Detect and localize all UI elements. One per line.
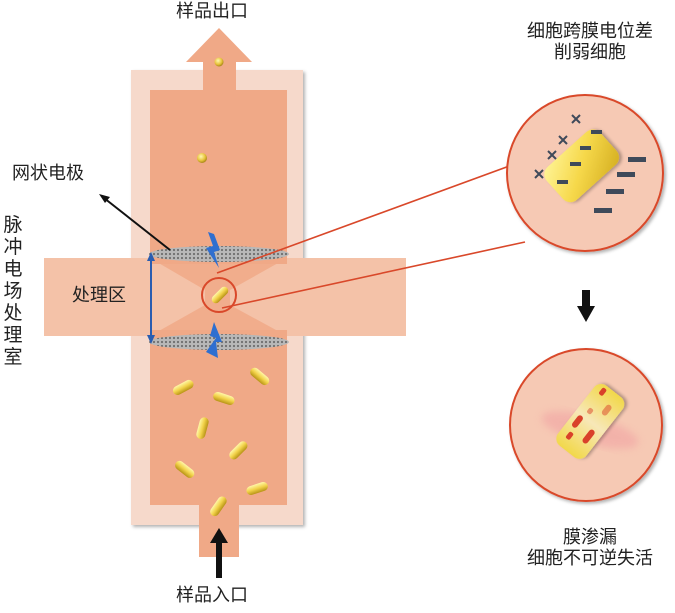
- leak-pores: [565, 387, 612, 444]
- rod-cell: [213, 391, 235, 405]
- zoom-bottom-caption: 膜渗漏 细胞不可逆失活: [500, 527, 675, 569]
- mesh-electrode-top: [149, 246, 289, 262]
- mesh-electrode-label: 网状电极: [12, 163, 84, 184]
- zoom-bottom-caption-line2: 细胞不可逆失活: [527, 547, 653, 569]
- chamber-title-text: 脉冲电场处理室: [2, 214, 24, 368]
- treatment-zone-label: 处理区: [72, 285, 126, 306]
- zoom-top-caption: 细胞跨膜电位差 削弱细胞: [505, 21, 675, 63]
- cell-leaking: [556, 384, 625, 459]
- rod-cells: [172, 367, 270, 517]
- mesh-electrode-pointer: [99, 194, 171, 251]
- chamber-title-char: 理: [3, 324, 23, 347]
- lightning-icon-top: [206, 232, 220, 268]
- rod-cell: [172, 379, 194, 395]
- positive-charges: [534, 114, 581, 179]
- chamber-title-label: 脉冲电场处理室: [2, 214, 24, 368]
- chamber-title-char: 脉: [3, 214, 23, 236]
- zoom-bottom-caption-line1: 膜渗漏: [563, 527, 617, 548]
- cell-dot: [214, 57, 224, 67]
- rod-cell: [250, 367, 270, 386]
- rod-cell: [246, 481, 268, 495]
- rod-cell: [196, 417, 209, 439]
- rod-cell: [229, 441, 248, 460]
- zoom-circle-top: [506, 94, 664, 252]
- chamber-title-char: 冲: [3, 236, 23, 259]
- process-arrow-down: [577, 290, 595, 322]
- chamber-title-char: 室: [3, 346, 23, 369]
- rod-cell: [210, 496, 227, 517]
- lightning-icon-bottom: [206, 322, 222, 358]
- outlet-label: 样品出口: [176, 1, 248, 22]
- inner-negative-charges: [557, 130, 602, 184]
- zoom-circle-bottom: [509, 348, 663, 502]
- highlight-circle: [201, 277, 237, 313]
- zoom-top-caption-line1: 细胞跨膜电位差: [527, 21, 653, 42]
- zoom-top-caption-line2: 削弱细胞: [554, 41, 626, 63]
- rod-cell: [175, 460, 195, 478]
- field-arrow: [147, 252, 155, 344]
- callout-line-top: [216, 160, 524, 274]
- outer-negative-charges: [594, 157, 646, 213]
- cell-dot: [197, 153, 207, 163]
- cell-in-zone: [211, 286, 229, 304]
- chamber-title-char: 场: [3, 280, 23, 303]
- chamber-title-char: 处: [3, 302, 23, 325]
- chamber-title-char: 电: [3, 258, 23, 281]
- inlet-label: 样品入口: [176, 585, 248, 606]
- callout-line-bottom: [221, 241, 526, 309]
- inlet-arrow: [210, 528, 228, 578]
